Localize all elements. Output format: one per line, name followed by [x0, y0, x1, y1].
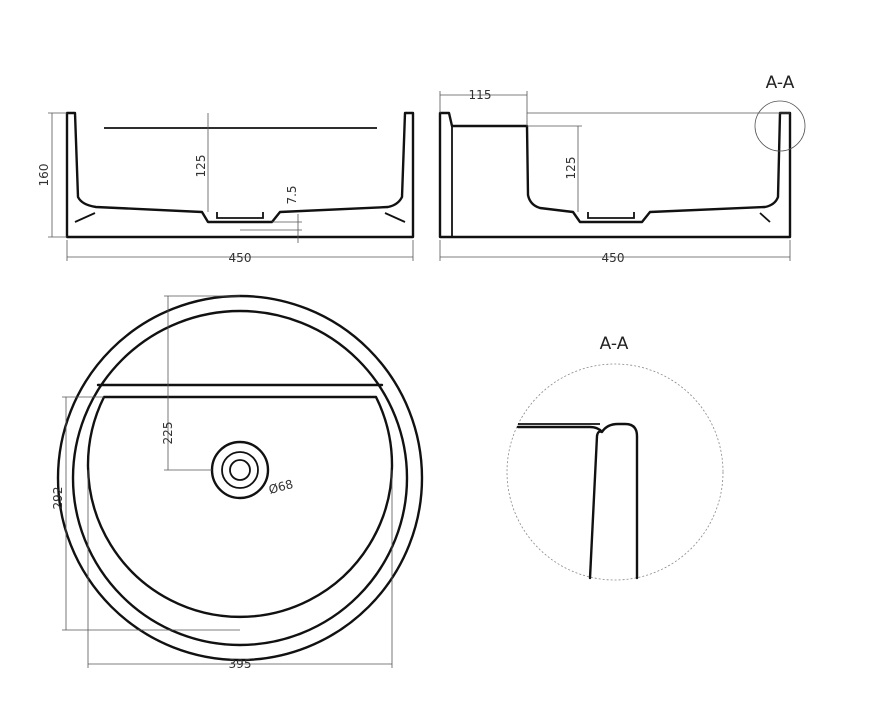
front-foot-line [74, 212, 406, 223]
section-marker-circle [754, 100, 806, 152]
top-offset-dim: 225 [161, 422, 175, 445]
top-outer-rim [56, 294, 424, 662]
detail-label: A-A [600, 334, 629, 354]
side-drain-seat [587, 212, 635, 219]
top-drain-core [229, 459, 251, 481]
top-drain-dim: Ø68 [267, 477, 294, 497]
top-width-dim: 395 [229, 657, 252, 671]
front-drain-seat [216, 212, 264, 219]
top-view: Ø68 225 292 395 [51, 294, 424, 671]
front-drain-dim: 7.5 [285, 185, 299, 204]
side-width-dim: 450 [602, 251, 625, 265]
top-drain-inner [221, 451, 259, 489]
top-length-dim: 292 [51, 487, 65, 510]
detail-view: A-A [506, 334, 724, 581]
front-basin-outline [65, 111, 415, 239]
detail-boundary-circle [506, 363, 724, 581]
front-depth-dim: 125 [194, 155, 208, 178]
side-foot-line [759, 212, 771, 223]
top-inner-rim [71, 309, 409, 647]
top-drain-outer [210, 440, 270, 500]
side-ledge-dim: 115 [469, 88, 492, 102]
front-view: 160 125 7.5 450 [37, 111, 415, 265]
section-marker-label: A-A [766, 73, 795, 93]
side-view: 115 125 450 A-A [438, 73, 806, 265]
front-height-dim: 160 [37, 164, 51, 187]
side-depth-dim: 125 [564, 157, 578, 180]
front-width-dim: 450 [229, 251, 252, 265]
detail-wall-profile [516, 422, 639, 580]
side-basin-outline [438, 111, 792, 239]
top-bowl-outline [86, 395, 394, 618]
